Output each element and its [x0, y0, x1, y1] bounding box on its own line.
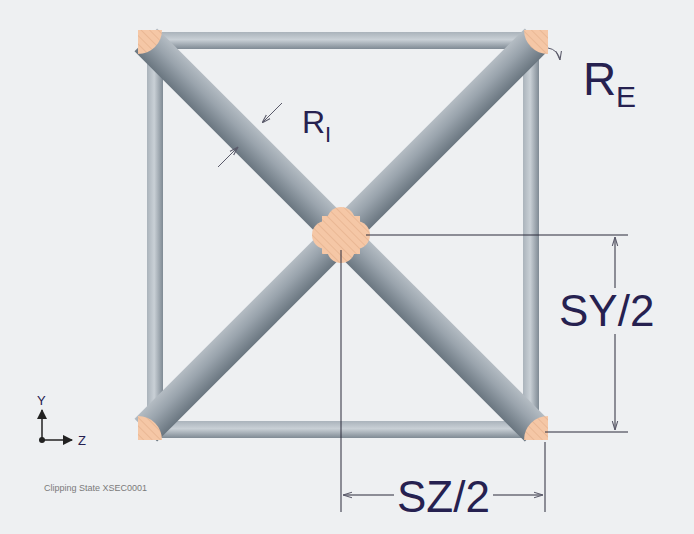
dimension-label: SZ/2	[394, 474, 493, 520]
dimension-label: SY/2	[556, 288, 657, 334]
radius-subscript: E	[616, 82, 636, 112]
radius-symbol: R	[583, 56, 616, 102]
radius-symbol: R	[302, 106, 325, 138]
radius-subscript: I	[325, 124, 331, 146]
clipping-note: Clipping State XSEC0001	[44, 484, 147, 493]
axis-label: Z	[78, 434, 86, 447]
axis-label: Y	[37, 394, 46, 407]
